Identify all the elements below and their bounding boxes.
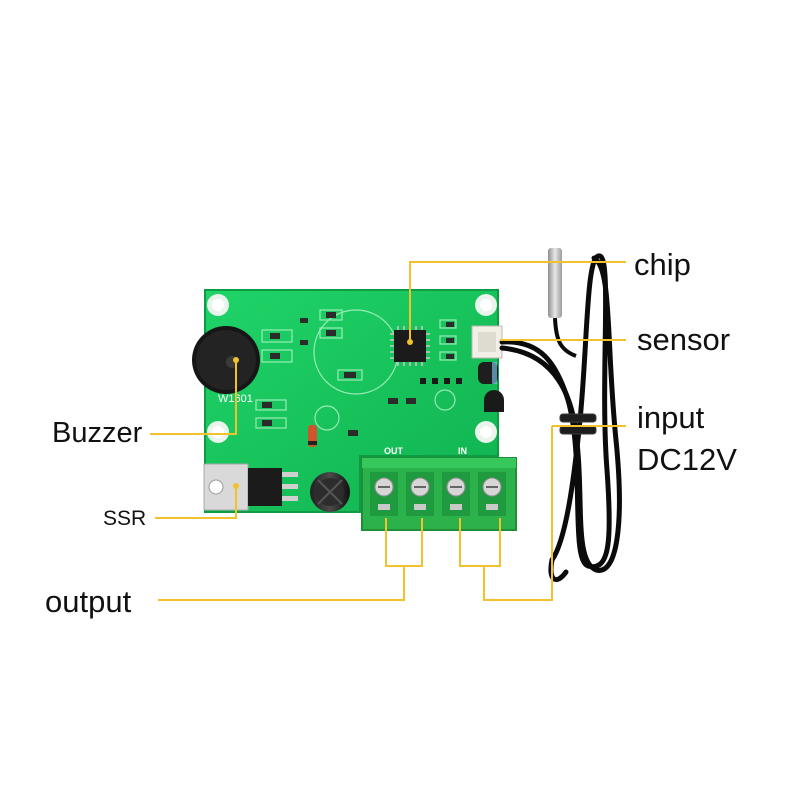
temperature-probe bbox=[548, 248, 577, 358]
output-label: output bbox=[45, 584, 132, 619]
buzzer-label: Buzzer bbox=[52, 417, 143, 449]
smd-components bbox=[262, 312, 454, 436]
diode bbox=[308, 425, 317, 447]
ssr-callout-line bbox=[155, 486, 237, 519]
mounting-holes bbox=[207, 294, 497, 443]
callout-lines bbox=[150, 261, 626, 601]
chip-label: chip bbox=[634, 247, 691, 282]
input-label: input bbox=[637, 400, 705, 435]
output-callout-line bbox=[158, 518, 423, 601]
buzzer bbox=[192, 326, 260, 394]
input-callout-line bbox=[483, 425, 626, 601]
sensor-connector bbox=[471, 325, 503, 359]
sensor-label: sensor bbox=[637, 322, 731, 357]
input-bracket-line bbox=[459, 518, 501, 567]
ssr-regulator bbox=[203, 463, 298, 511]
out-marking: OUT bbox=[384, 446, 404, 456]
in-marking: IN bbox=[458, 446, 467, 456]
small-capacitor bbox=[478, 362, 498, 384]
buzzer-callout-line bbox=[150, 360, 237, 435]
ssr-label: SSR bbox=[103, 507, 147, 530]
callout-dots bbox=[233, 339, 413, 489]
input-voltage-label: DC12V bbox=[637, 442, 737, 477]
chip-callout-line bbox=[409, 261, 626, 342]
transistor bbox=[484, 390, 504, 412]
terminal-block bbox=[361, 457, 517, 531]
cable-ties bbox=[559, 413, 597, 435]
header-pins bbox=[420, 378, 462, 384]
large-capacitor bbox=[310, 472, 350, 512]
